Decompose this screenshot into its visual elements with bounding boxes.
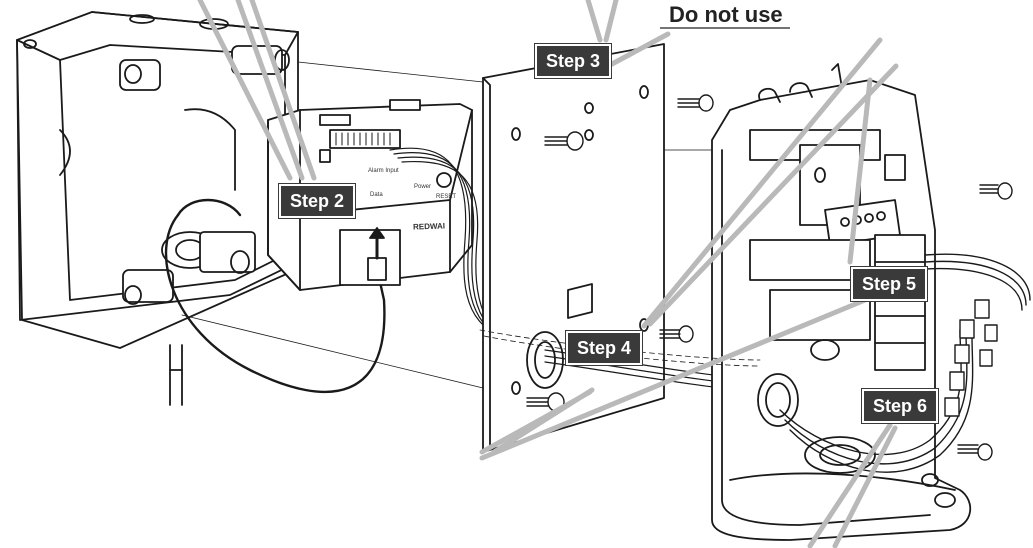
do-not-use-note: Do not use (669, 2, 783, 27)
mounting-plate (482, 43, 665, 453)
data-label: Data (370, 192, 383, 198)
screw-icon (526, 94, 1013, 461)
power-label: Power (414, 184, 432, 190)
reset-label: RESET (436, 194, 457, 200)
step-5-label: Step 5 (849, 266, 929, 302)
brand-label: REDWAI (412, 221, 446, 232)
conduit-pipe (169, 344, 183, 406)
junction-box (16, 11, 301, 349)
terminal-housing (711, 63, 972, 541)
loop-wire (164, 213, 386, 393)
signal-wires (779, 253, 1031, 473)
alarm-input-label: Alarm Input (368, 168, 399, 174)
step-2-label: Step 2 (277, 183, 357, 219)
step-3-label: Step 3 (533, 43, 613, 79)
step-6-label: Step 6 (860, 388, 940, 424)
converter-module (267, 99, 473, 291)
step-4-label: Step 4 (564, 330, 644, 366)
pointer-lines (197, 0, 899, 548)
